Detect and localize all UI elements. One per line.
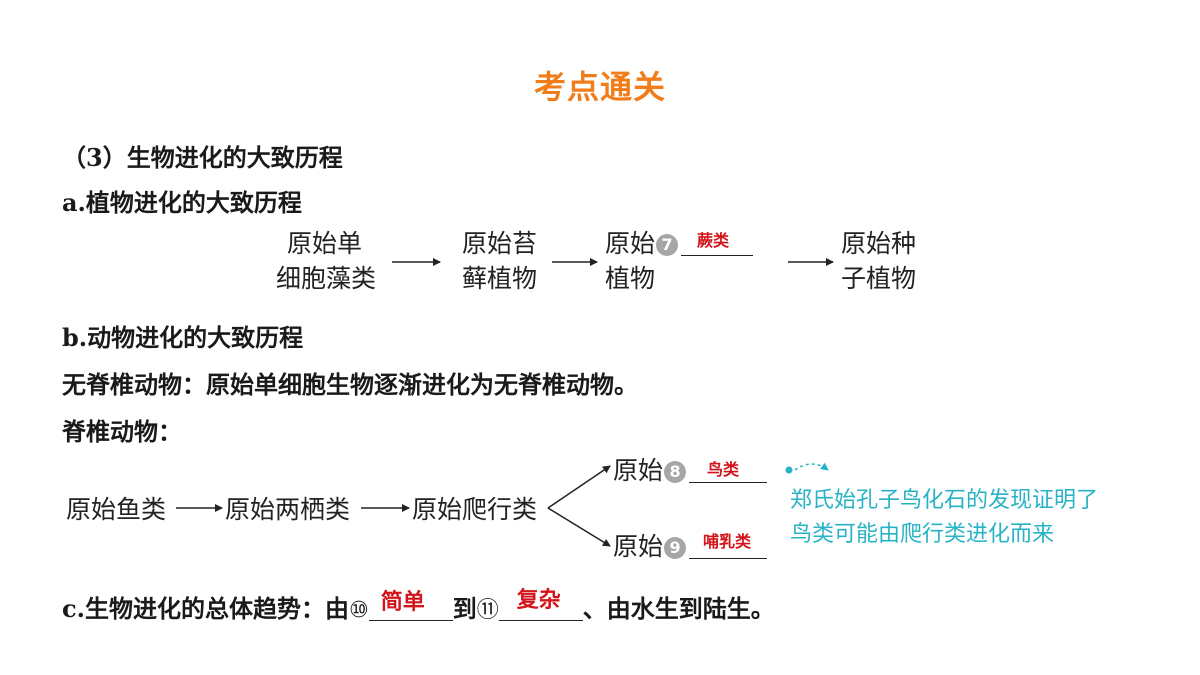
answer-9-blank[interactable]: 哺乳类 bbox=[689, 532, 768, 559]
arrow-reptile-to-mammal bbox=[547, 507, 611, 547]
trend-suffix: 、由水生到陆生。 bbox=[582, 594, 775, 623]
plant-node-algae: 原始单 细胞藻类 bbox=[276, 226, 376, 296]
question-11-marker: ⑪ bbox=[476, 598, 499, 623]
answer-7-blank[interactable]: 蕨类 bbox=[681, 229, 754, 256]
plant-heading: a.植物进化的大致历程 bbox=[62, 188, 302, 217]
plant-node-seed-line1: 原始种 bbox=[841, 229, 917, 258]
animal-node-amphibian: 原始两栖类 bbox=[225, 495, 351, 524]
answer-7-text: 蕨类 bbox=[697, 231, 730, 250]
question-10-marker: ⑩ bbox=[348, 598, 369, 623]
plant-node-fern-line1: 原始 bbox=[605, 229, 656, 258]
answer-8-text: 鸟类 bbox=[707, 460, 740, 479]
trend-to: 到 bbox=[452, 594, 477, 623]
answer-9-text: 哺乳类 bbox=[703, 532, 752, 551]
animal-node-mammal-prefix: 原始 bbox=[613, 532, 664, 561]
plant-node-moss: 原始苔 藓植物 bbox=[462, 226, 537, 296]
invertebrate-text: 无脊椎动物：原始单细胞生物逐渐进化为无脊椎动物。 bbox=[62, 370, 638, 399]
arrow-reptile-to-bird bbox=[547, 465, 611, 509]
annotation-note-line1: 郑氏始孔子鸟化石的发现证明了 bbox=[790, 488, 1099, 513]
vertebrate-label: 脊椎动物： bbox=[62, 417, 182, 446]
animal-node-bird-prefix: 原始 bbox=[613, 456, 664, 485]
plant-node-seed: 原始种 子植物 bbox=[841, 226, 916, 296]
question-7-marker: 7 bbox=[656, 234, 679, 256]
plant-node-fern-line2: 植物 bbox=[605, 264, 656, 293]
trend-line: c.生物进化的总体趋势：由⑩ 简单 到⑪ 复杂、由水生到陆生。 bbox=[62, 588, 775, 624]
trend-prefix: c.生物进化的总体趋势：由 bbox=[62, 594, 349, 623]
animal-node-fish: 原始鱼类 bbox=[66, 495, 167, 524]
annotation-note-line2: 鸟类可能由爬行类进化而来 bbox=[790, 522, 1055, 547]
answer-8-blank[interactable]: 鸟类 bbox=[689, 456, 768, 483]
animal-heading: b.动物进化的大致历程 bbox=[62, 323, 304, 352]
page-title: 考点通关 bbox=[533, 68, 666, 106]
section-heading: （3）生物进化的大致历程 bbox=[62, 143, 343, 172]
plant-node-algae-line1: 原始单 bbox=[287, 229, 363, 258]
answer-11-blank[interactable]: 复杂 bbox=[498, 588, 583, 621]
question-9-marker: 9 bbox=[664, 537, 687, 559]
note-pointer-dot bbox=[785, 466, 793, 474]
answer-10-blank[interactable]: 简单 bbox=[368, 590, 453, 621]
annotation-note: 郑氏始孔子鸟化石的发现证明了 鸟类可能由爬行类进化而来 bbox=[790, 484, 1098, 552]
question-8-marker: 8 bbox=[664, 461, 687, 483]
note-pointer-arrow bbox=[794, 462, 829, 471]
animal-node-reptile: 原始爬行类 bbox=[412, 495, 538, 524]
answer-11-text: 复杂 bbox=[516, 588, 561, 613]
plant-node-seed-line2: 子植物 bbox=[841, 264, 917, 293]
plant-node-moss-line1: 原始苔 bbox=[462, 229, 538, 258]
plant-node-algae-line2: 细胞藻类 bbox=[276, 264, 377, 293]
answer-10-text: 简单 bbox=[380, 590, 425, 615]
plant-node-moss-line2: 藓植物 bbox=[462, 264, 538, 293]
